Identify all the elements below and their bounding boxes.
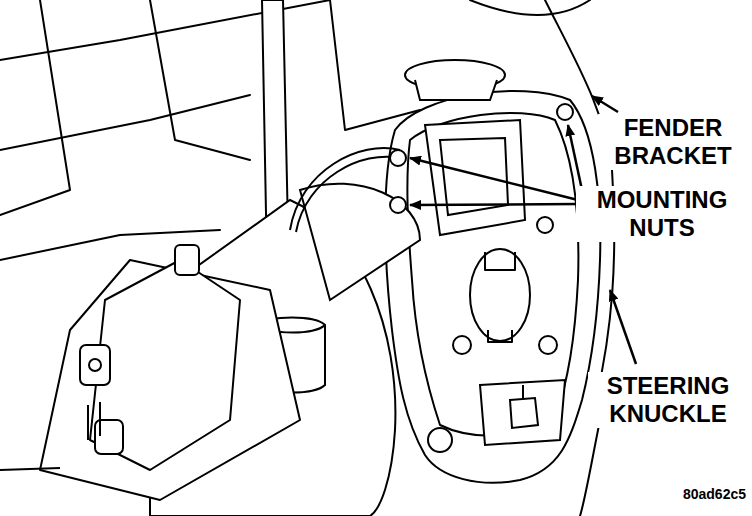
figure-code: 80ad62c5 — [630, 486, 748, 502]
part-label: MOUNTING NUTS — [576, 186, 748, 242]
fender-edge — [580, 420, 600, 516]
frame-line — [150, 0, 250, 160]
tie-rod-end — [480, 380, 565, 445]
frame-line — [330, 0, 420, 130]
part-label: STEERING KNUCKLE — [588, 372, 748, 428]
frame-line — [0, 95, 250, 150]
fender-edge — [470, 0, 590, 15]
caliper — [300, 120, 525, 300]
frame-line — [0, 468, 60, 470]
frame-line — [0, 0, 70, 215]
steering-knuckle — [385, 91, 600, 483]
brake-hose — [290, 148, 400, 230]
mounting-nut — [390, 104, 573, 452]
wheel-hub — [40, 245, 300, 500]
part-label: FENDER BRACKET — [598, 114, 748, 170]
ball-joint — [405, 60, 505, 100]
brake-hose — [296, 157, 400, 232]
